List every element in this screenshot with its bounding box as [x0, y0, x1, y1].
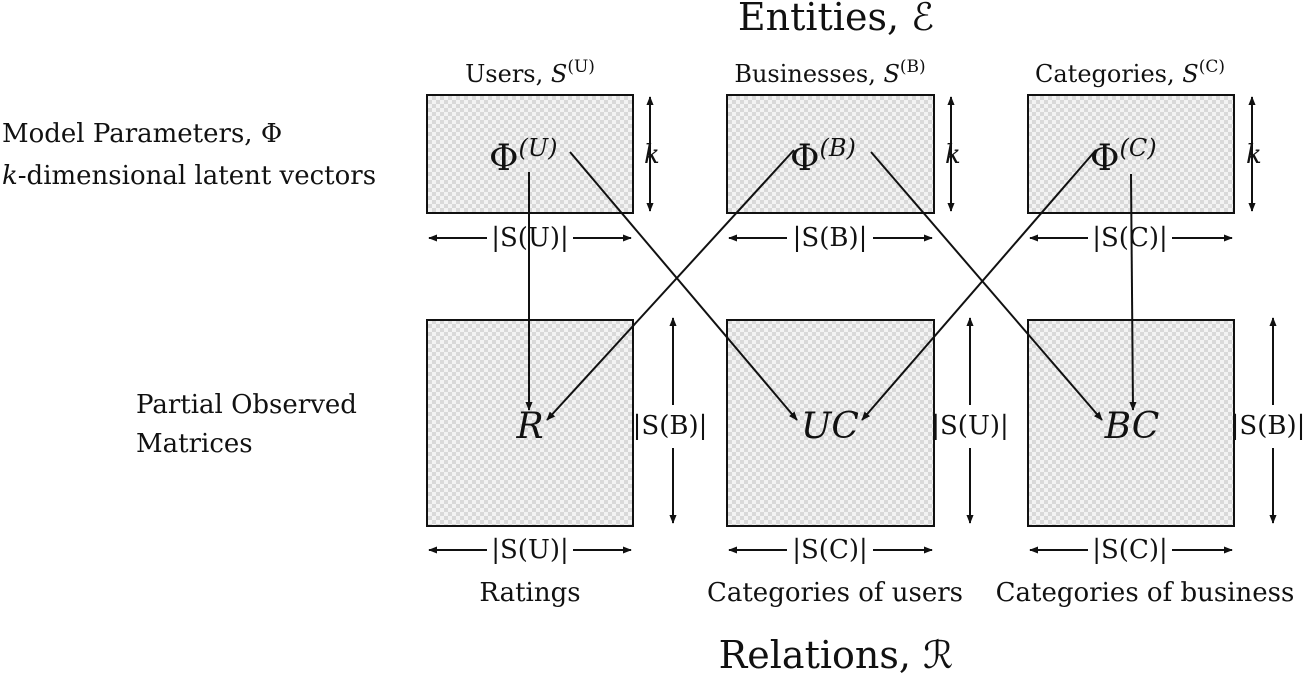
arrow-phi-c-to-bc — [1129, 173, 1137, 411]
model-parameters-label: Model Parameters, Φ — [2, 119, 282, 149]
relation-user-categories: UC |S(U)| |S(C)| Categories of users — [707, 317, 1009, 608]
user-categories-symbol: UC — [801, 406, 859, 447]
ratings-height-label: |S(B)| — [633, 411, 708, 441]
relation-business-categories: BC |S(B)| |S(C)| Categories of business — [996, 317, 1305, 608]
user-categories-height-label: |S(U)| — [931, 411, 1009, 441]
users-k-label: k — [644, 140, 660, 170]
phi-b: Φ(B) — [790, 134, 856, 179]
businesses-k-label: k — [945, 140, 961, 170]
business-categories-name: Categories of business — [996, 578, 1295, 608]
entities-title: Entities, ℰ — [738, 0, 934, 39]
ratings-name: Ratings — [479, 578, 580, 608]
ratings-symbol: R — [515, 406, 543, 447]
business-categories-width-label: |S(C)| — [1092, 535, 1168, 565]
businesses-param-matrix — [726, 94, 935, 214]
user-categories-width-label: |S(C)| — [792, 535, 868, 565]
business-categories-symbol: BC — [1104, 406, 1160, 447]
phi-u: Φ(U) — [489, 134, 557, 179]
relations-title: Relations, ℛ — [719, 633, 954, 676]
user-categories-name: Categories of users — [707, 578, 963, 608]
categories-k-label: k — [1246, 140, 1262, 170]
phi-c: Φ(C) — [1090, 134, 1157, 179]
ratings-width-label: |S(U)| — [491, 535, 569, 565]
businesses-width-label: |S(B)| — [793, 223, 868, 253]
entity-businesses: Businesses, S(B) Φ(B) k |S(B)| — [726, 57, 961, 253]
entity-categories-label: Categories, S(C) — [1035, 57, 1225, 88]
entity-users: Users, S(U) Φ(U) k |S(U)| — [426, 57, 660, 253]
arrow-phi-u-to-uc — [569, 151, 798, 421]
arrow-phi-c-to-uc — [861, 149, 1097, 421]
entity-categories: Categories, S(C) Φ(C) k |S(C)| — [1027, 57, 1262, 253]
entity-users-label: Users, S(U) — [465, 57, 595, 88]
partial-observed-label: Partial Observed — [136, 390, 357, 420]
relation-ratings: R |S(B)| |S(U)| Ratings — [426, 317, 708, 608]
entity-businesses-label: Businesses, S(B) — [734, 57, 925, 88]
business-categories-height-label: |S(B)| — [1231, 411, 1305, 441]
business-categories-matrix — [1027, 319, 1235, 527]
arrow-phi-b-to-bc — [870, 151, 1103, 421]
latent-vectors-label: k-dimensional latent vectors — [2, 161, 376, 191]
matrices-label: Matrices — [136, 429, 253, 459]
user-categories-matrix — [726, 319, 935, 527]
arrow-phi-b-to-r — [546, 149, 795, 421]
categories-width-label: |S(C)| — [1092, 223, 1168, 253]
